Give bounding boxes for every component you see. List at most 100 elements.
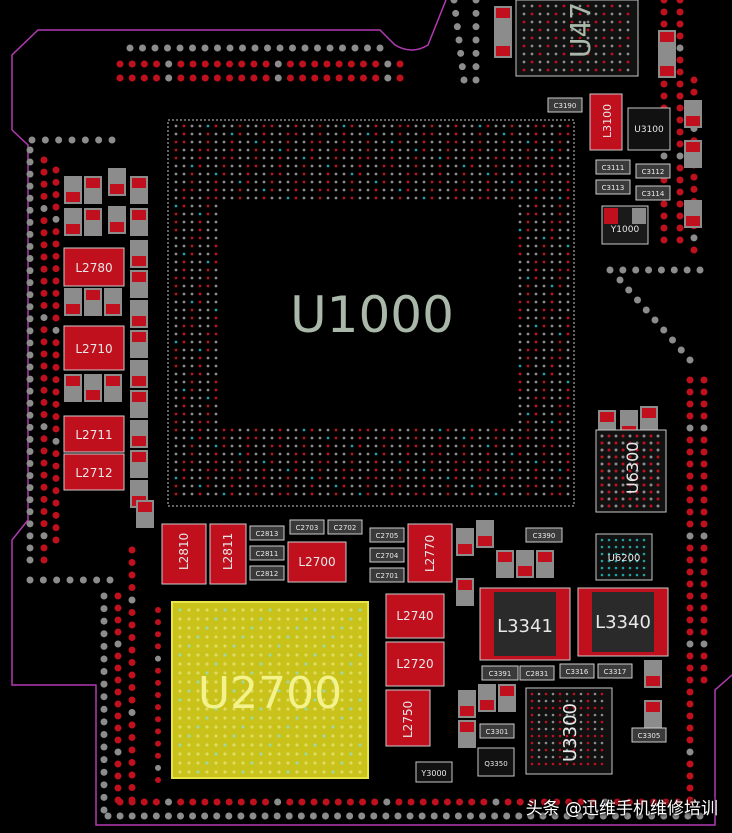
via-pad [198, 364, 202, 368]
via-pad [346, 812, 354, 820]
via-pad [313, 662, 317, 666]
via-pad [537, 734, 541, 738]
bga-pads-u6300 [600, 434, 660, 508]
via-pad [114, 592, 122, 600]
via-pad [190, 332, 194, 336]
via-pad [358, 608, 362, 612]
cap-c3305[interactable]: C3305 [631, 727, 667, 743]
via-pad [52, 487, 60, 495]
via-pad [246, 436, 250, 440]
u3300-chip[interactable] [525, 687, 613, 775]
via-pad [238, 132, 242, 136]
u6200-chip[interactable] [595, 533, 653, 581]
cap-c2703[interactable]: C2703 [289, 519, 325, 535]
via-pad [579, 727, 583, 731]
via-pad [635, 490, 639, 494]
via-pad [311, 74, 319, 82]
cap-c3391[interactable]: C3391 [481, 665, 519, 681]
via-pad [594, 36, 598, 40]
via-pad [676, 104, 684, 112]
inductor-l2712[interactable]: L2712 [63, 453, 125, 491]
inductor-l2750[interactable]: L2750 [385, 689, 431, 747]
via-pad [226, 74, 234, 82]
inductor-l2770[interactable]: L2770 [407, 523, 453, 583]
via-pad [259, 716, 263, 720]
via-pad [350, 172, 354, 176]
via-pad [526, 292, 530, 296]
via-pad [26, 375, 34, 383]
cap-c2831[interactable]: C2831 [519, 665, 555, 681]
cap-c3112[interactable]: C3112 [635, 163, 671, 179]
via-pad [642, 441, 646, 445]
via-pad [398, 196, 402, 200]
smd-pad [132, 210, 146, 220]
inductor-l2720[interactable]: L2720 [385, 641, 445, 687]
cap-c3190[interactable]: C3190 [547, 97, 583, 113]
cap-c3316[interactable]: C3316 [559, 663, 595, 679]
cap-c2813[interactable]: C2813 [249, 525, 285, 541]
inductor-l2711[interactable]: L2711 [63, 415, 125, 453]
via-pad [634, 296, 641, 304]
via-pad [486, 156, 490, 160]
cap-c2812[interactable]: C2812 [249, 565, 285, 581]
via-pad [326, 124, 330, 128]
inductor-l3341[interactable]: L3341 [479, 587, 571, 661]
via-pad [407, 798, 415, 806]
inductor-l2700[interactable]: L2700 [287, 541, 347, 583]
via-pad [286, 662, 290, 666]
via-pad [642, 455, 646, 459]
inductor-l2710[interactable]: L2710 [63, 325, 125, 371]
via-pad [526, 132, 530, 136]
cap-c2811[interactable]: C2811 [249, 545, 285, 561]
cap-c2705[interactable]: C2705 [369, 527, 405, 543]
via-pad [586, 12, 590, 16]
via-pad [174, 340, 178, 344]
via-pad [472, 49, 480, 57]
via-pad [198, 332, 202, 336]
cap-c3111[interactable]: C3111 [595, 159, 631, 175]
via-pad [342, 492, 346, 496]
via-pad [198, 428, 202, 432]
via-pad [114, 772, 122, 780]
q3350-transistor[interactable] [477, 747, 515, 777]
cap-c3113[interactable]: C3113 [595, 179, 631, 195]
via-pad [178, 752, 182, 756]
via-pad [214, 228, 218, 232]
cap-c2701[interactable]: C2701 [369, 567, 405, 583]
via-pad [642, 469, 646, 473]
u3100-chip[interactable] [627, 107, 671, 151]
via-pad [250, 743, 254, 747]
via-pad [174, 324, 178, 328]
u4700-chip[interactable] [515, 0, 639, 77]
via-pad [206, 436, 210, 440]
via-pad [178, 662, 182, 666]
inductor-l2780[interactable]: L2780 [63, 247, 125, 287]
cap-c2704[interactable]: C2704 [369, 547, 405, 563]
via-pad [52, 413, 60, 421]
via-pad [660, 812, 668, 820]
y3000-crystal[interactable] [415, 761, 453, 783]
via-pad [214, 617, 218, 621]
via-pad [430, 132, 434, 136]
via-pad [551, 720, 555, 724]
via-pad [190, 140, 194, 144]
cap-c3114[interactable]: C3114 [635, 185, 671, 201]
bga-pads-u1000 [174, 124, 570, 496]
inductor-l2810[interactable]: L2810 [161, 523, 207, 585]
via-pad [198, 164, 202, 168]
via-pad [558, 156, 562, 160]
via-pad [494, 156, 498, 160]
via-pad [214, 671, 218, 675]
via-pad [262, 140, 266, 144]
inductor-l3100[interactable]: L3100 [589, 93, 623, 151]
inductor-l2811[interactable]: L2811 [209, 523, 247, 585]
cap-c3317[interactable]: C3317 [597, 663, 633, 679]
cap-c2702[interactable]: C2702 [327, 519, 363, 535]
cap-c3301[interactable]: C3301 [479, 723, 515, 739]
cap-c3390[interactable]: C3390 [525, 527, 563, 543]
via-pad [550, 268, 554, 272]
via-pad [108, 136, 116, 144]
inductor-l2740[interactable]: L2740 [385, 593, 445, 639]
inductor-l3340[interactable]: L3340 [577, 587, 669, 657]
